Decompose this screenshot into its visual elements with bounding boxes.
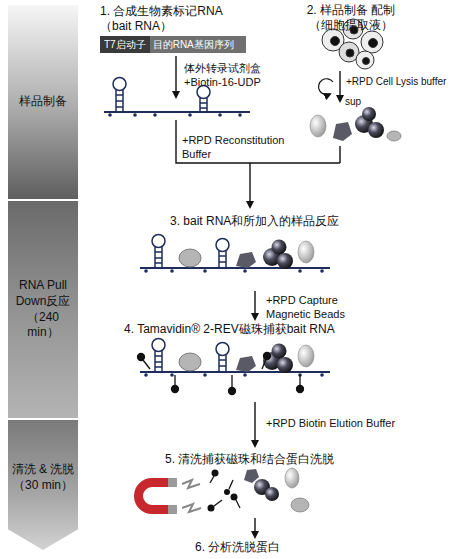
flow-arrow <box>175 56 176 97</box>
magnet-pole <box>168 505 177 514</box>
bead-linker <box>143 360 150 369</box>
protein <box>285 468 299 488</box>
protein <box>310 115 326 137</box>
rna-stem <box>200 98 207 112</box>
merge-line <box>176 120 340 163</box>
bead-linker <box>236 500 240 508</box>
biotin-dot <box>108 113 112 117</box>
protein <box>362 107 376 121</box>
bead-linker <box>214 500 222 506</box>
phase-label: 清洗 & 洗脱 （30 min） <box>11 462 75 493</box>
fraction-label: sup <box>345 96 375 109</box>
magnetic-bead <box>224 489 230 495</box>
bead-linker <box>210 476 214 483</box>
rna-protein-complex <box>140 339 330 377</box>
magnetic-bead <box>212 470 219 477</box>
biotin-dot <box>133 113 137 117</box>
gene-construct-box: T7启动子目的RNA基因序列 <box>100 36 246 53</box>
gene-segment-label: T7启动子 <box>100 36 150 53</box>
magnet-pole <box>168 478 177 487</box>
step-heading: 4. Tamavidin® 2-REV磁珠捕获bait RNA <box>124 322 444 337</box>
rna-strand <box>104 111 250 113</box>
phase-band: 清洗 & 洗脱 （30 min） <box>8 420 78 550</box>
nucleus <box>346 49 354 57</box>
flow-arrow <box>339 71 340 101</box>
phase-band: 样品制备 <box>8 5 78 199</box>
flow-arrow <box>254 402 255 446</box>
cell <box>361 31 383 53</box>
magnetic-bead <box>208 505 215 512</box>
magnetic-bead <box>231 494 238 501</box>
magnetic-bead <box>229 388 236 395</box>
phase-band: RNA Pull Down反应 （240 min） <box>8 201 78 418</box>
lightning-symbol <box>182 480 200 488</box>
step-heading: 6. 分析洗脱蛋白 <box>195 540 355 555</box>
reagent-note: +RPD Biotin Elution Buffer <box>266 417 446 431</box>
magnetic-beads <box>138 353 304 395</box>
phase-label: RNA Pull Down反应 （240 min） <box>11 278 75 340</box>
biotin-dot <box>238 113 242 117</box>
reagent-note: +RPD Reconstitution Buffer <box>182 134 292 162</box>
reagent-note: 体外转录试剂盒 +Biotin-16-UDP <box>184 62 276 90</box>
phase-label: 样品制备 <box>19 94 67 110</box>
step-heading: 1. 合成生物素标记RNA （bait RNA） <box>100 4 245 34</box>
flow-arrow <box>254 291 255 319</box>
biotin-dot <box>218 113 222 117</box>
step-heading: 5. 清洗捕获磁珠和结合蛋白洗脱 <box>165 452 435 467</box>
flow-arrow <box>254 518 255 537</box>
horseshoe-magnet <box>134 478 168 514</box>
protein <box>333 122 352 141</box>
magnetic-bead <box>297 386 304 393</box>
bead-linker <box>231 375 232 387</box>
rna-loop <box>113 78 126 91</box>
gene-segment-label: 目的RNA基因序列 <box>150 36 246 53</box>
protein <box>387 131 401 141</box>
bead-linker <box>299 375 300 386</box>
lysate-proteins <box>310 107 401 141</box>
bead-linker <box>262 359 266 369</box>
protein <box>368 122 384 138</box>
magnetic-bead <box>264 353 271 360</box>
nucleus <box>363 58 370 65</box>
rna-protein-complex <box>140 235 330 273</box>
flow-arrow <box>249 163 250 207</box>
rotation-symbol <box>319 79 333 95</box>
nucleus <box>369 39 378 48</box>
eluted-mix <box>208 468 310 512</box>
lightning-symbol <box>182 504 201 512</box>
reagent-note: +RPD Cell Lysis buffer <box>346 76 452 89</box>
bead-linker <box>229 480 233 489</box>
bead-linker <box>174 375 175 386</box>
magnetic-bead <box>138 354 145 361</box>
rna-stem <box>116 90 123 112</box>
magnetic-bead <box>172 386 179 393</box>
biotin-dot <box>153 113 157 117</box>
step-heading: 2. 样品制备 配制（细胞提取液） <box>292 3 410 33</box>
nucleus <box>331 37 340 46</box>
biotin-dot <box>188 113 192 117</box>
protein <box>265 487 279 501</box>
step-heading: 3. bait RNA和所加入的样品反应 <box>170 214 440 229</box>
reagent-note: +RPD Capture Magnetic Beads <box>266 294 358 322</box>
protein <box>244 469 259 483</box>
magnet <box>134 478 177 514</box>
protein <box>291 498 309 512</box>
cell <box>356 51 374 69</box>
